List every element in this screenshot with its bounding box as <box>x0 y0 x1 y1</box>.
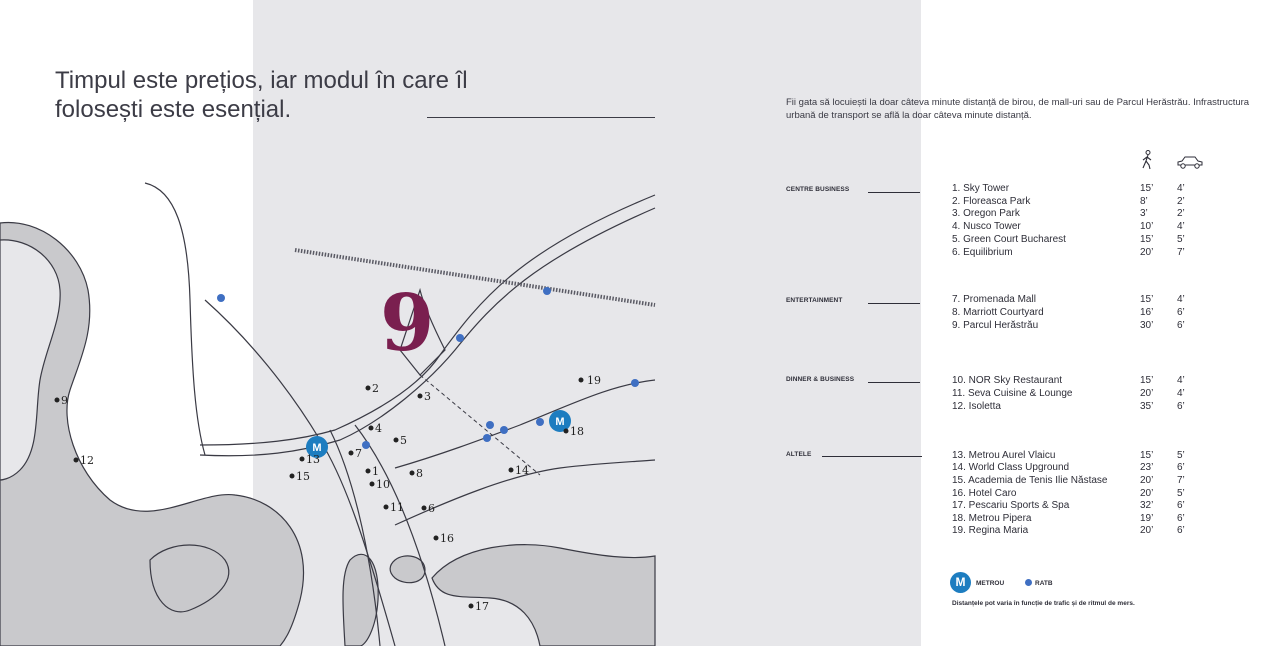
map-point-label: 4 <box>375 422 382 435</box>
walking-route <box>419 374 541 476</box>
railway <box>294 248 656 307</box>
footnote: Distanțele pot varia în funcție de trafi… <box>952 600 1135 607</box>
lake-herastrau <box>0 221 305 646</box>
svg-text:M: M <box>312 442 321 454</box>
map-point-label: 5 <box>400 434 407 447</box>
ratb-stop <box>631 379 639 387</box>
section-title-altele: ALTELE <box>786 451 812 458</box>
map-point-label: 2 <box>372 382 379 395</box>
section-title-entertainment: ENTERTAINMENT <box>786 297 843 304</box>
ratb-stop <box>486 421 494 429</box>
ratb-stop <box>483 434 491 442</box>
map-point-label: 14 <box>515 464 529 477</box>
headline-divider <box>427 117 655 118</box>
intro-paragraph: Fii gata să locuiești la doar câteva min… <box>786 97 1250 121</box>
map-point-label: 19 <box>587 374 601 387</box>
map-point-label: 11 <box>390 501 404 514</box>
metro-marker-pipera: M <box>549 410 571 432</box>
walking-person-icon <box>1142 150 1152 170</box>
ratb-stops <box>217 287 639 449</box>
ratb-stop <box>456 334 464 342</box>
section-divider <box>868 382 920 383</box>
map-point-label: 12 <box>80 454 94 467</box>
section-title-dinner-business: DINNER & BUSINESS <box>786 376 855 383</box>
project-logo: 9 <box>380 278 434 369</box>
ratb-stop <box>543 287 551 295</box>
pond-right <box>342 553 379 646</box>
pond-small <box>389 555 426 584</box>
map-point-label: 13 <box>306 453 320 466</box>
section-divider <box>868 303 920 304</box>
metro-marker-aurel-vlaicu: M <box>306 436 328 458</box>
car-icon <box>1177 156 1203 169</box>
ratb-stop <box>536 418 544 426</box>
svg-text:M: M <box>555 416 564 428</box>
section-divider <box>822 456 922 457</box>
ratb-legend-label: RATB <box>1035 580 1053 587</box>
page-headline: Timpul este prețios, iar modul în care î… <box>55 67 468 123</box>
ratb-stop <box>362 441 370 449</box>
map-point-label: 1 <box>372 465 379 478</box>
lake-east <box>431 544 656 646</box>
map-point-label: 16 <box>440 532 454 545</box>
logo-digit: 9 <box>380 278 434 369</box>
lake-island <box>0 239 61 481</box>
metro-legend-icon: M <box>950 572 971 593</box>
ratb-stop <box>500 426 508 434</box>
map-point-label: 15 <box>296 470 310 483</box>
metro-legend-label: METROU <box>976 580 1005 587</box>
map-point-label: 6 <box>428 502 435 515</box>
map-point-label: 17 <box>475 600 489 613</box>
ratb-legend-icon <box>1025 579 1032 586</box>
map-point-label: 18 <box>570 425 584 438</box>
section-divider <box>868 192 920 193</box>
neighborhood-map: 9 M M 1 2 3 4 5 6 7 8 9 10 11 12 13 14 1… <box>0 182 656 646</box>
map-point-label: 9 <box>61 394 68 407</box>
map-point-label: 10 <box>376 478 390 491</box>
section-title-centre-business: CENTRE BUSINESS <box>786 186 850 193</box>
map-points: 1 2 3 4 5 6 7 8 9 10 11 12 13 14 15 16 1… <box>54 374 601 613</box>
map-point-label: 3 <box>424 390 431 403</box>
ratb-stop <box>217 294 225 302</box>
map-point-label: 8 <box>416 467 423 480</box>
lake-lower <box>149 544 230 613</box>
map-point-label: 7 <box>355 447 362 460</box>
